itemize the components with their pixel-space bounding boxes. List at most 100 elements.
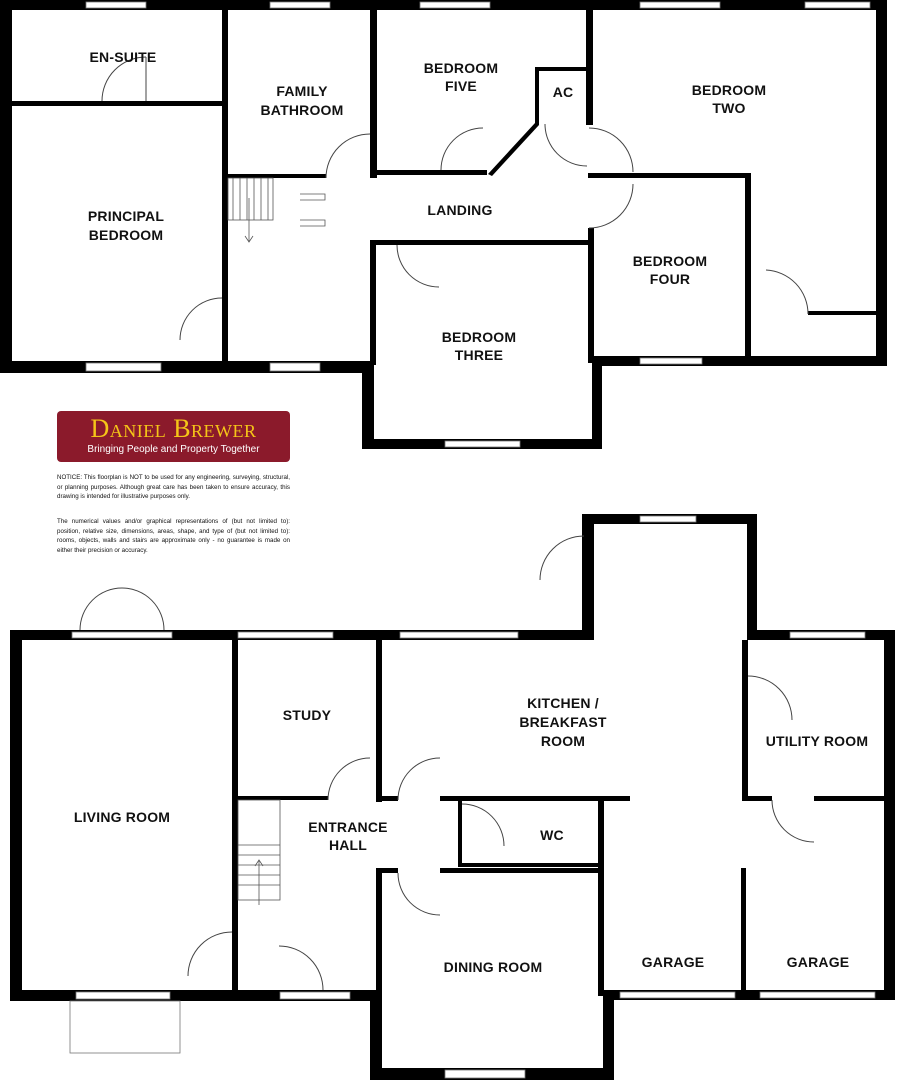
window (269, 1, 331, 9)
wall (12, 101, 224, 106)
room-label-kitchen-2: BREAKFAST (519, 714, 607, 730)
wall (238, 796, 328, 800)
door (771, 799, 815, 843)
wall (228, 174, 326, 178)
wall (745, 173, 751, 363)
wall (747, 514, 757, 639)
room-label-principal-bedroom-2: BEDROOM (89, 227, 164, 243)
room-label-bedroom-five-1: BEDROOM (424, 60, 499, 76)
wall (376, 640, 382, 802)
wall (488, 123, 539, 176)
wall (884, 630, 895, 1000)
window (639, 1, 721, 9)
window (444, 1069, 526, 1079)
wall (370, 240, 376, 365)
wall (458, 800, 462, 866)
door (397, 757, 441, 801)
window (85, 1, 147, 9)
wall (370, 240, 590, 245)
wall (603, 990, 895, 1000)
room-label-bedroom-three-1: BEDROOM (442, 329, 517, 345)
porch (69, 1000, 181, 1054)
room-label-wc: WC (540, 827, 564, 843)
ground-floor-plan (10, 514, 895, 1080)
wall (10, 630, 22, 1000)
wall (0, 0, 12, 373)
room-label-study: STUDY (283, 707, 332, 723)
window (269, 362, 321, 372)
door (765, 269, 809, 315)
room-label-bedroom-two-2: TWO (712, 100, 745, 116)
door (278, 945, 324, 991)
wall (370, 990, 382, 1080)
room-label-bedroom-four-2: FOUR (650, 271, 690, 287)
wall (742, 640, 748, 796)
window (759, 991, 876, 999)
first-floor-plan (0, 0, 887, 449)
room-label-entrance-hall-2: HALL (329, 837, 367, 853)
door (79, 587, 123, 631)
window (75, 991, 171, 1000)
wall (376, 796, 398, 801)
room-labels: EN-SUITE FAMILY BATHROOM BEDROOM FIVE AC… (74, 49, 868, 975)
window (639, 515, 697, 523)
door (747, 675, 793, 721)
wall (594, 356, 887, 366)
door (187, 931, 233, 977)
wall (588, 228, 594, 363)
stairs (227, 177, 326, 243)
wall (876, 0, 887, 366)
wall (440, 796, 630, 801)
window (789, 631, 866, 639)
wall (535, 67, 588, 71)
door (327, 757, 371, 801)
wall (808, 311, 878, 315)
wall (232, 640, 238, 990)
room-label-utility-room: UTILITY ROOM (766, 733, 868, 749)
wall (535, 67, 539, 125)
door (588, 127, 634, 173)
wall (741, 868, 746, 991)
door (588, 183, 634, 229)
room-label-family-bathroom-2: BATHROOM (261, 102, 344, 118)
window (399, 631, 519, 639)
window (619, 991, 736, 999)
wall (588, 173, 750, 178)
wall (376, 868, 398, 873)
wall (814, 796, 886, 801)
door (461, 803, 505, 847)
wall (603, 990, 614, 1080)
stairs (237, 799, 281, 905)
wall (742, 796, 772, 801)
wall (598, 796, 604, 996)
window (279, 991, 351, 1000)
window (237, 631, 334, 639)
door (396, 244, 440, 288)
room-label-ac: AC (553, 84, 574, 100)
wall (362, 361, 374, 449)
room-label-entrance-hall-1: ENTRANCE (308, 819, 387, 835)
brand-logo: Daniel Brewer Bringing People and Proper… (57, 411, 290, 462)
room-label-principal-bedroom-1: PRINCIPAL (88, 208, 164, 224)
door (397, 872, 441, 916)
room-label-bedroom-five-2: FIVE (445, 78, 477, 94)
room-label-bedroom-three-2: THREE (455, 347, 503, 363)
window (71, 631, 173, 639)
room-label-en-suite: EN-SUITE (90, 49, 157, 65)
window (85, 362, 162, 372)
door (539, 535, 585, 581)
disclaimer-values: The numerical values and/or graphical re… (57, 518, 290, 555)
room-label-family-bathroom-1: FAMILY (276, 83, 328, 99)
wall (586, 10, 593, 125)
window (419, 1, 491, 9)
room-label-living-room: LIVING ROOM (74, 809, 170, 825)
brand-tagline: Bringing People and Property Together (87, 444, 260, 455)
wall (592, 356, 602, 449)
disclaimer-notice: NOTICE: This floorplan is NOT to be used… (57, 474, 290, 501)
wall (222, 10, 228, 361)
door (179, 297, 223, 341)
wall (440, 868, 600, 873)
room-label-garage-right: GARAGE (787, 954, 850, 970)
room-label-dining-room: DINING ROOM (444, 959, 543, 975)
